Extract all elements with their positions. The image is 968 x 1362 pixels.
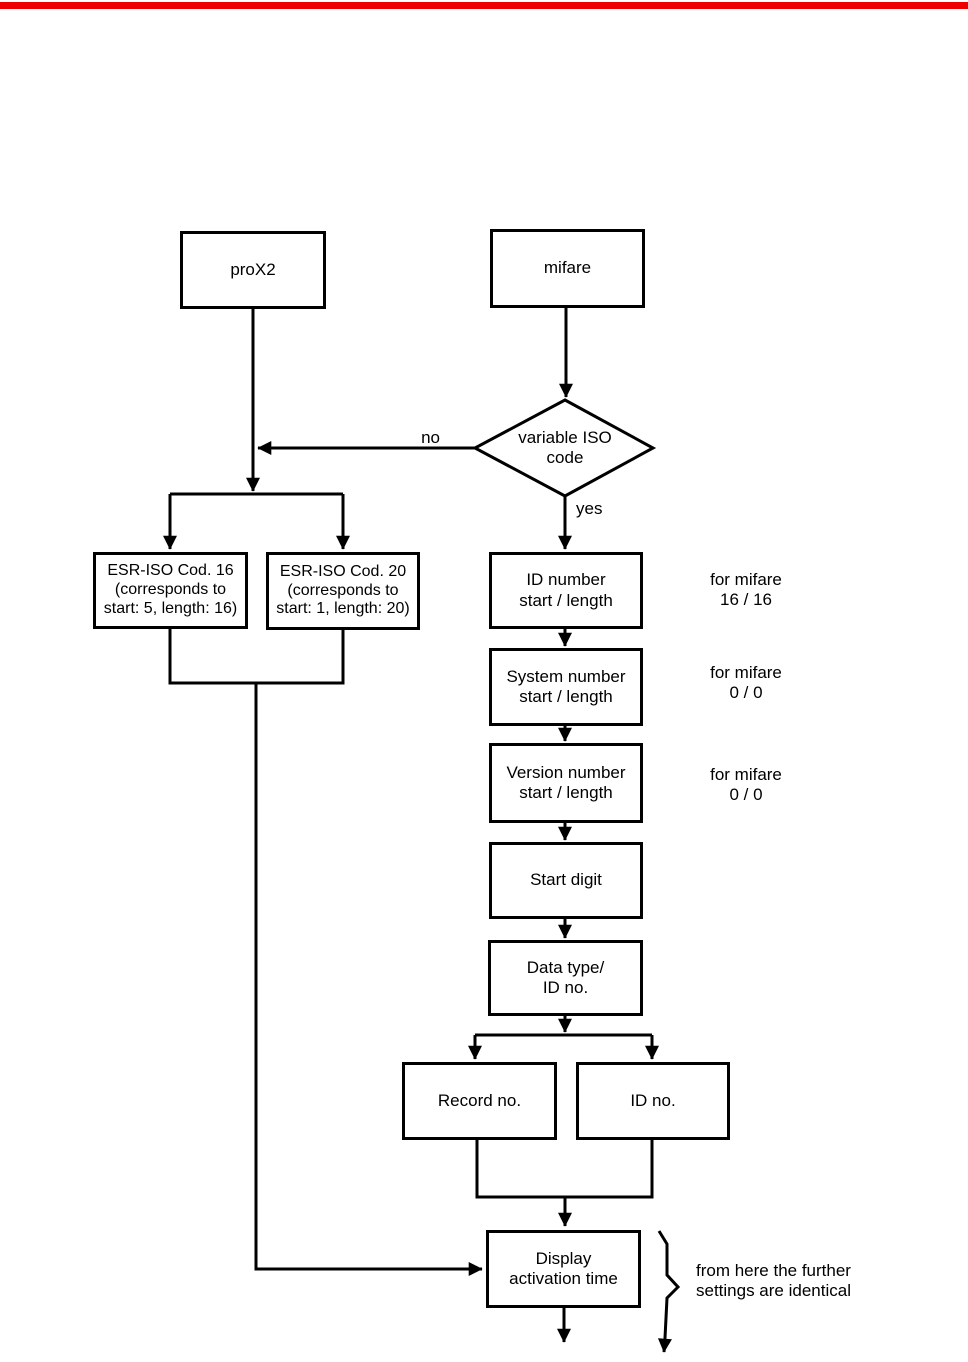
node-data-type: Data type/ ID no.: [488, 940, 643, 1016]
edge-esr-merge: [168, 628, 345, 685]
decision-diamond-shape: [471, 398, 657, 498]
node-display-activation-time: Display activation time: [486, 1230, 641, 1308]
edge-label-yes: yes: [576, 499, 603, 518]
node-esr-iso-cod-20: ESR-ISO Cod. 20 (corresponds to start: 1…: [266, 552, 420, 630]
node-display-activation-time-label: Display activation time: [509, 1248, 618, 1288]
node-esr-iso-cod-16-label: ESR-ISO Cod. 16 (corresponds to start: 5…: [103, 562, 238, 617]
node-data-type-label: Data type/ ID no.: [526, 957, 605, 997]
edge-left-to-display: [254, 683, 483, 1276]
node-version-number: Version number start / length: [489, 743, 643, 823]
page-header-rule: [0, 2, 968, 9]
annotation-continuation-note: from here the further settings are ident…: [696, 1261, 851, 1300]
annotation-version-number-mifare-values: for mifare 0 / 0: [710, 765, 782, 804]
continuation-brace-arrow: [657, 1230, 681, 1353]
node-prox2-label: proX2: [230, 259, 276, 279]
node-system-number-label: System number start / length: [506, 666, 626, 706]
node-id-no-label: ID no.: [630, 1090, 676, 1110]
annotation-system-number-mifare-values: for mifare 0 / 0: [710, 663, 782, 702]
node-mifare-label: mifare: [543, 258, 592, 278]
node-esr-iso-cod-16: ESR-ISO Cod. 16 (corresponds to start: 5…: [93, 552, 248, 629]
node-system-number: System number start / length: [489, 648, 643, 726]
node-start-digit-label: Start digit: [530, 870, 602, 890]
annotation-id-number-mifare-values: for mifare 16 / 16: [710, 570, 782, 609]
node-id-number-label: ID number start / length: [519, 570, 613, 610]
node-record-no-label: Record no.: [437, 1090, 522, 1110]
node-esr-iso-cod-20-label: ESR-ISO Cod. 20 (corresponds to start: 1…: [276, 562, 410, 618]
edge-label-no: no: [421, 428, 440, 447]
node-id-number: ID number start / length: [489, 552, 643, 629]
edge-record-merge: [475, 1140, 654, 1199]
decision-diamond-label: variable ISO code: [518, 427, 612, 467]
node-id-no: ID no.: [576, 1062, 730, 1140]
node-version-number-label: Version number start / length: [506, 762, 626, 802]
node-record-no: Record no.: [402, 1062, 557, 1140]
node-prox2: proX2: [180, 231, 326, 309]
node-start-digit: Start digit: [489, 842, 643, 919]
node-mifare: mifare: [490, 229, 645, 308]
